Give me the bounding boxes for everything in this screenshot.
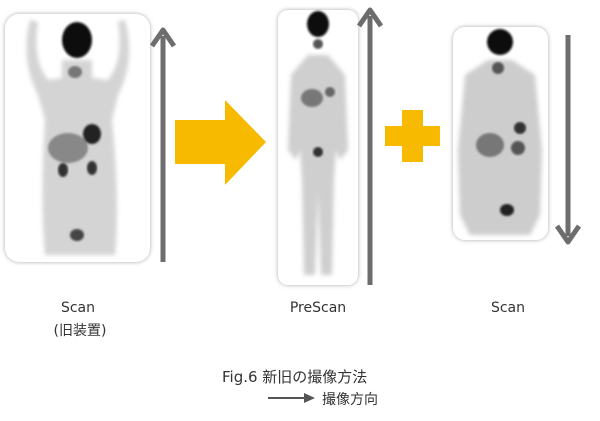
- prescan-pet-image: [278, 10, 358, 285]
- scan-direction-arrow-down-3: [554, 35, 582, 245]
- figure-caption: Fig.6 新旧の撮像方法: [222, 368, 368, 386]
- panel-label-scan: Scan: [490, 300, 526, 316]
- arrow-right-icon: [268, 393, 315, 403]
- panel-label-prescan: PreScan: [289, 300, 347, 316]
- old-scan-pet-image: [5, 14, 150, 262]
- panel-sublabel-old-device: (旧装置): [53, 323, 107, 339]
- legend-label: 撮像方向: [322, 392, 378, 408]
- plus-icon: [385, 110, 440, 162]
- scan-direction-arrow-up-2: [356, 7, 384, 285]
- new-scan-pet-image: [453, 27, 548, 240]
- panel-label-old-scan: Scan: [60, 300, 96, 316]
- scan-direction-arrow-up-1: [149, 27, 177, 262]
- transition-arrow-icon: [175, 100, 266, 185]
